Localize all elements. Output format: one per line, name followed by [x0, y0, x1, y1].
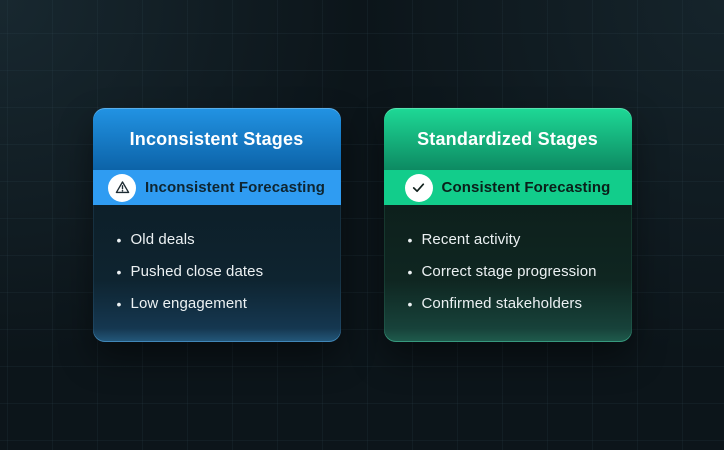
- check-icon: [404, 173, 433, 202]
- card-title: Inconsistent Stages: [129, 128, 304, 149]
- card-body: Old deals Pushed close dates Low engagem…: [92, 205, 341, 342]
- list-item: Low engagement: [117, 294, 317, 314]
- card-title: Standardized Stages: [417, 128, 598, 149]
- card-header-blue: Inconsistent Stages: [92, 108, 341, 170]
- band-label: Consistent Forecasting: [441, 179, 611, 196]
- card-body: Recent activity Correct stage progressio…: [383, 205, 632, 342]
- card-inconsistent-stages: Inconsistent Stages Inconsistent Forecas…: [92, 108, 341, 342]
- bullet-list: Old deals Pushed close dates Low engagem…: [117, 230, 317, 314]
- list-item: Recent activity: [408, 230, 608, 250]
- list-item: Confirmed stakeholders: [408, 294, 608, 314]
- list-item: Old deals: [117, 230, 317, 250]
- inconsistent-forecasting-band: Inconsistent Forecasting: [92, 170, 341, 205]
- card-header-green: Standardized Stages: [383, 108, 632, 170]
- consistent-forecasting-band: Consistent Forecasting: [383, 170, 632, 205]
- list-item: Correct stage progression: [408, 262, 608, 282]
- card-standardized-stages: Standardized Stages Consistent Forecasti…: [383, 108, 632, 342]
- warning-icon: [108, 173, 137, 202]
- list-item: Pushed close dates: [117, 262, 317, 282]
- band-label: Inconsistent Forecasting: [145, 179, 325, 196]
- bullet-list: Recent activity Correct stage progressio…: [408, 230, 608, 314]
